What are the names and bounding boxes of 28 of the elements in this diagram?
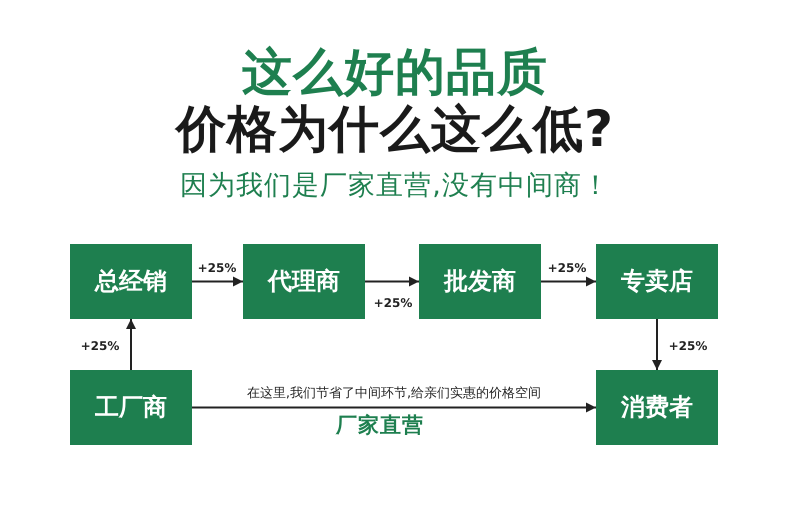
stage-label: 代理商 [268,268,340,295]
direct-sale-label: 厂家直营 [336,413,424,438]
edge-label: +25% [196,260,238,276]
arrow [192,402,596,412]
stage-box [596,244,718,319]
headline: 这么好的品质 [241,44,549,102]
stage-label: 工厂商 [95,394,167,421]
stage-label: 专卖店 [621,268,693,295]
stage-box [596,370,718,445]
edge-label: 在这里,我们节省了中间环节,给亲们实惠的价格空间 [246,386,542,402]
arrow [126,319,136,370]
subheadline: 因为我们是厂家直营,没有中间商！ [180,170,610,202]
stage-box [70,370,192,445]
headline-question: 价格为什么这么低? [176,101,614,158]
stage-label: 总经销 [95,268,167,295]
stage-box [70,244,192,319]
edge-label: +25% [372,296,414,310]
arrow [365,276,419,286]
edge-label: +25% [546,260,588,276]
arrow [652,319,662,370]
arrow [541,276,596,286]
stage-box [419,244,541,319]
stage-label: 消费者 [621,394,693,421]
edge-label: +25% [668,338,708,354]
stage-box [243,244,365,319]
stage-label: 批发商 [444,268,516,295]
edge-label: +25% [80,338,120,354]
arrow [192,276,243,286]
